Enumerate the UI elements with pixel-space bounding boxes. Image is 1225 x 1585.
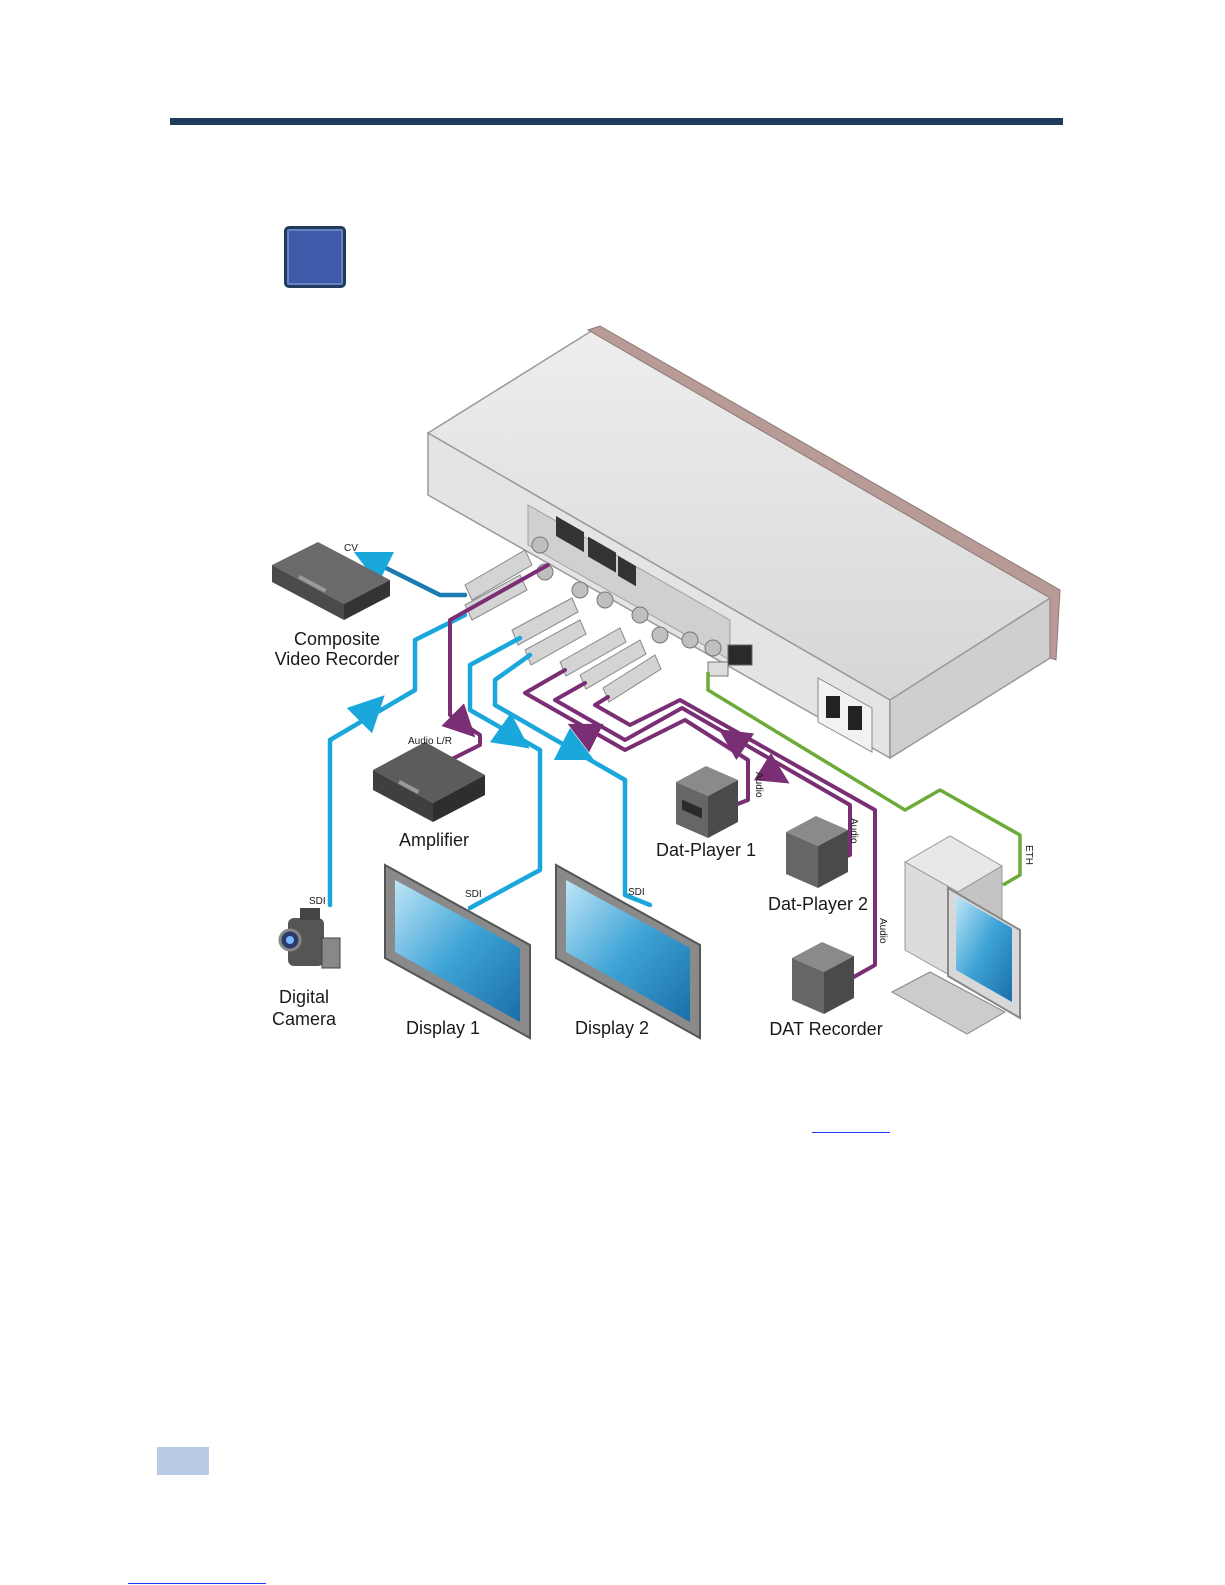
display-2-label: Display 2: [575, 1018, 649, 1038]
sdi-display2-cable: [495, 655, 650, 905]
eth-cable-label: ETH: [1023, 845, 1034, 865]
composite-recorder-label-line2: Video Recorder: [275, 649, 400, 669]
sdi-display2-cable-label: SDI: [628, 887, 645, 898]
dat-player-1-icon: [676, 766, 738, 838]
display-1-icon: [385, 865, 530, 1038]
audio-recorder-cable-label: Audio: [877, 918, 888, 944]
audio-lr-cable-label: Audio L/R: [408, 736, 452, 747]
cv-cable-label: CV: [344, 543, 358, 554]
composite-recorder-label-line1: Composite: [294, 629, 380, 649]
amplifier-label: Amplifier: [399, 830, 469, 850]
dat-player-2-label: Dat-Player 2: [768, 894, 868, 914]
dat-player-2-icon: [786, 816, 848, 888]
amplifier-icon: [373, 742, 485, 822]
digital-camera-label-line2: Camera: [272, 1009, 337, 1029]
display-1-label: Display 1: [406, 1018, 480, 1038]
switcher-device: [428, 326, 1060, 758]
audio-player1-cable-label: Audio: [753, 772, 764, 798]
footer-link-underline[interactable]: [128, 1583, 266, 1584]
dat-player-1-label: Dat-Player 1: [656, 840, 756, 860]
pc-icon: [892, 836, 1020, 1034]
sdi-display1-cable-label: SDI: [465, 889, 482, 900]
composite-recorder-icon: [272, 542, 390, 620]
dat-recorder-icon: [792, 942, 854, 1014]
page-number-tab: [157, 1447, 209, 1475]
hyperlink-underline[interactable]: [812, 1132, 890, 1133]
digital-camera-label-line1: Digital: [279, 987, 329, 1007]
audio-player2-cable-label: Audio: [848, 818, 859, 844]
dat-recorder-label: DAT Recorder: [769, 1019, 882, 1039]
digital-camera-icon: [280, 908, 340, 968]
sdi-camera-cable-label: SDI: [309, 896, 326, 907]
